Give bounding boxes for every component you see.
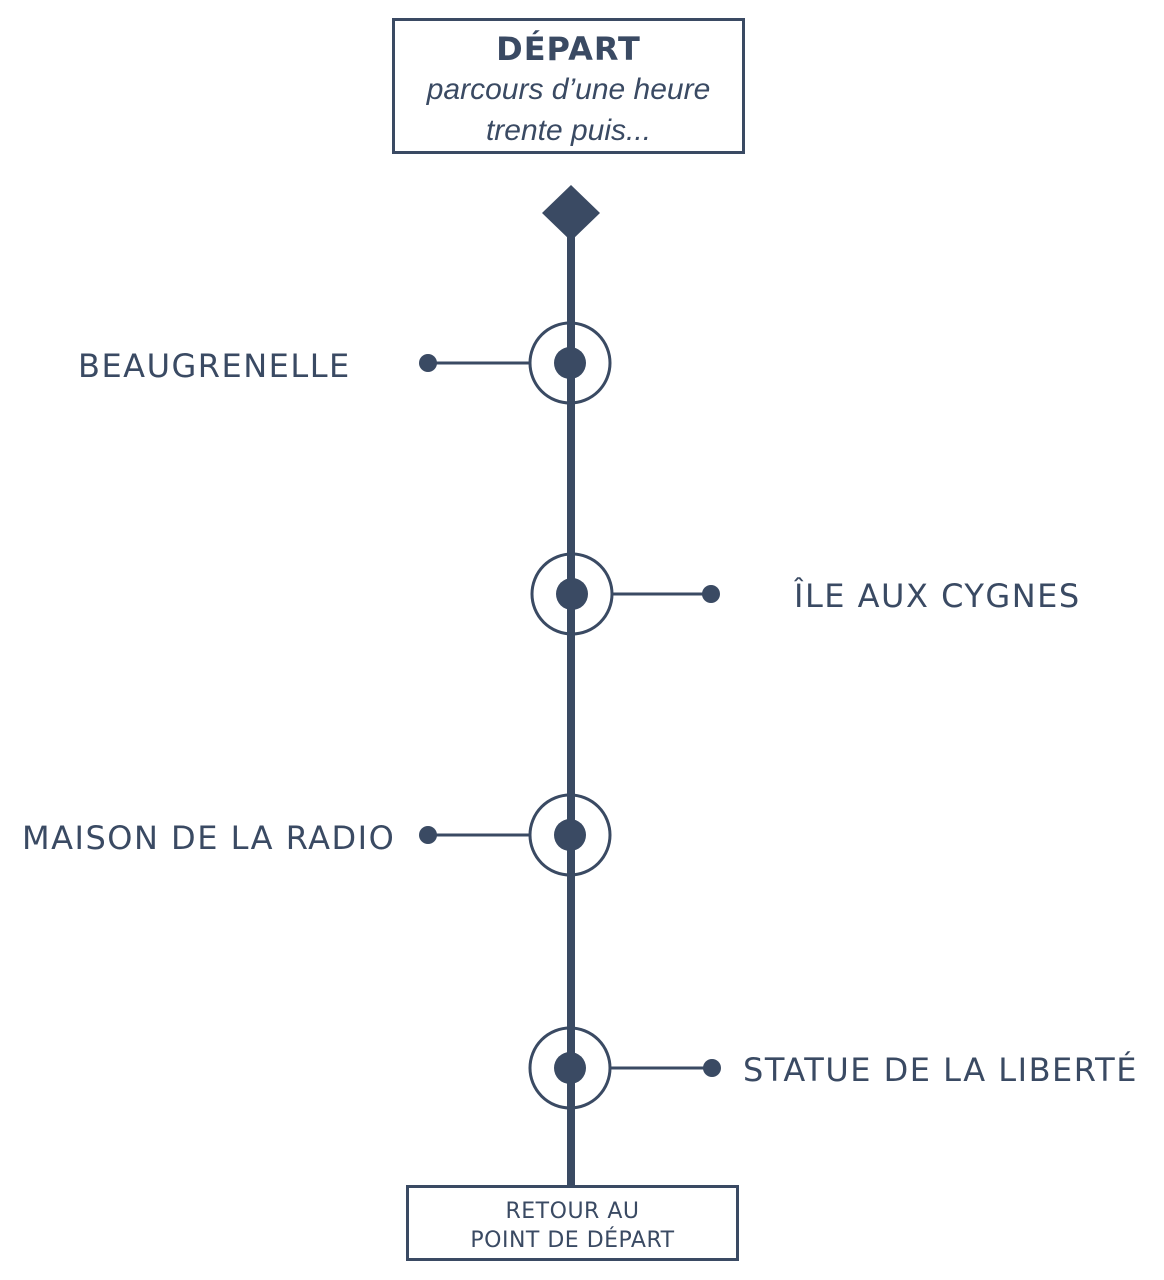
start-diamond-icon: [542, 185, 600, 241]
stop-4-ring: [528, 1026, 612, 1110]
stop-label-ile-aux-cygnes: ÎLE AUX CYGNES: [794, 577, 1081, 615]
stop-3-dot: [554, 819, 586, 851]
stop-2-endpoint-dot: [702, 585, 720, 603]
stop-3-ring: [528, 793, 612, 877]
start-title: DÉPART: [496, 30, 641, 68]
stop-1-dot: [554, 347, 586, 379]
end-line-2: POINT DE DÉPART: [470, 1228, 675, 1253]
stop-2-ring: [530, 552, 614, 636]
stop-1-ring: [528, 321, 612, 405]
stop-3-endpoint-dot: [419, 826, 437, 844]
start-subtitle: parcours d’une heure trente puis...: [426, 73, 711, 147]
stop-1-endpoint-dot: [419, 354, 437, 372]
stop-4-dot: [554, 1052, 586, 1084]
start-box: DÉPART parcours d’une heure trente puis.…: [392, 18, 745, 154]
end-box: RETOUR AU POINT DE DÉPART: [406, 1185, 739, 1261]
stop-label-beaugrenelle: BEAUGRENELLE: [78, 347, 351, 385]
end-line-1: RETOUR AU: [505, 1199, 640, 1224]
stop-4-endpoint-dot: [703, 1059, 721, 1077]
stop-label-statue-de-la-liberte: STATUE DE LA LIBERTÉ: [743, 1051, 1138, 1089]
stop-marker-3: [419, 793, 612, 877]
stop-marker-2: [530, 552, 720, 636]
stop-2-dot: [556, 578, 588, 610]
stop-label-maison-de-la-radio: MAISON DE LA RADIO: [22, 819, 396, 857]
stop-marker-1: [419, 321, 612, 405]
stop-marker-4: [528, 1026, 721, 1110]
